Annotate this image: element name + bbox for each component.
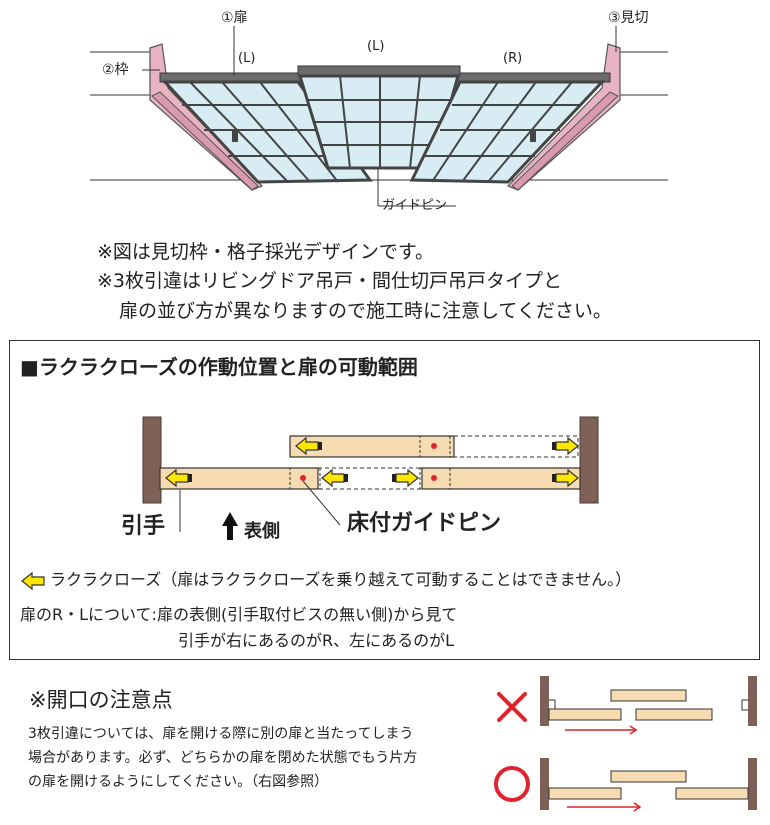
label-right-door: (R): [503, 51, 523, 66]
wrong-mark-icon: [497, 692, 527, 722]
left-post: [142, 416, 162, 504]
note-line-2: ※3枚引違はリビングドア吊戸・間仕切戸吊戸タイプと: [97, 270, 563, 292]
label-frame: ②枠: [102, 62, 129, 78]
caution-body-2: 場合があります。必ず、どちらかの扉を閉めた状態でもう片方: [28, 750, 418, 766]
legend-text: ラクラクローズ（扉はラクラクローズを乗り越えて可動することはできません。）: [50, 570, 632, 589]
correct-mark-icon: [494, 766, 530, 802]
rakuraku-panel: [9, 340, 760, 660]
label-guide-pin: ガイドピン: [382, 198, 448, 213]
front-arrow-icon: [222, 512, 238, 540]
rl-line-1: 扉のR・Lについて:扉の表側(引手取付ビスの無い側)から見て: [20, 605, 458, 624]
front-label: 表側: [244, 521, 280, 542]
rl-line-2: 引手が右にあるのがR、左にあるのがL: [178, 631, 455, 650]
note-line-3: 扉の並び方が異なりますので施工時に注意してください。: [119, 300, 612, 322]
caution-body-1: 3枚引違については、扉を開ける際に別の扉と当たってしまう: [28, 726, 414, 742]
caution-title: ※開口の注意点: [29, 688, 173, 712]
label-left-door: (L): [238, 51, 256, 66]
rakuraku-title: ■ラクラクローズの作動位置と扉の可動範囲: [20, 355, 418, 379]
door-lower-right: [421, 467, 581, 490]
legend-arrow-icon: [21, 571, 45, 591]
caution-body-3: の扉を開けるようにしてください。（右図参照）: [28, 774, 329, 790]
door-3d-illustration: [90, 26, 668, 207]
door-upper: [289, 435, 455, 458]
note-line-1: ※図は見切枠・格子採光デザインです。: [97, 241, 435, 263]
label-trim: ③見切: [608, 10, 649, 26]
guide-pin-label: 床付ガイドピン: [347, 511, 502, 536]
handle-label: 引手: [121, 514, 166, 539]
right-post: [579, 416, 599, 504]
label-door: ①扉: [221, 10, 248, 26]
top-figure: ①扉 ②枠 ③見切 (L) (L) (R) ガイドピン: [0, 0, 770, 230]
label-middle-door: (L): [367, 39, 385, 54]
